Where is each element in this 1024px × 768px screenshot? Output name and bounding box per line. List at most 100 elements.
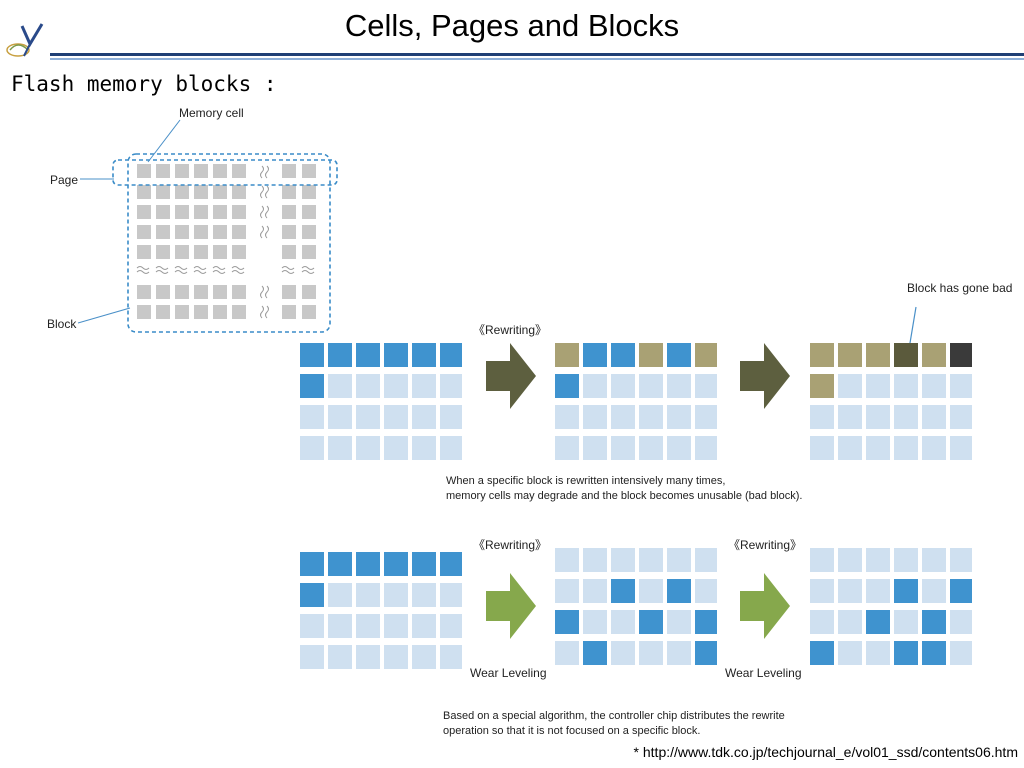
grid-cell — [356, 645, 380, 669]
grid-cell — [583, 579, 607, 603]
flash-block-diagram — [77, 119, 338, 333]
memory-cell — [213, 225, 227, 239]
memory-cell-leader — [147, 119, 181, 163]
memory-cell — [137, 185, 151, 199]
memory-cell — [156, 185, 170, 199]
rewriting-label-2: 《Rewriting》 — [728, 538, 803, 552]
grid-cell — [667, 641, 691, 665]
memory-cell — [213, 205, 227, 219]
memory-cell — [213, 164, 227, 178]
grid-cell — [695, 548, 717, 572]
arrow-right-icon — [486, 573, 536, 639]
memory-cell — [213, 285, 227, 299]
grid-cell — [667, 436, 691, 460]
grid-cell — [695, 610, 717, 634]
memory-cell — [302, 285, 316, 299]
wear-leveling-label-1: Wear Leveling — [470, 666, 547, 680]
memory-cell — [175, 225, 189, 239]
grid-cell — [356, 436, 380, 460]
memory-cell — [156, 245, 170, 259]
grid-cell — [894, 374, 918, 398]
bad-block-caption-line1: When a specific block is rewritten inten… — [446, 475, 726, 487]
grid-cell — [384, 374, 408, 398]
grid-cell — [384, 583, 408, 607]
grid-cell — [894, 548, 918, 572]
memory-cell — [282, 305, 296, 319]
omission-mark — [260, 305, 269, 319]
title-rule-dark — [50, 53, 1024, 56]
grid-cell — [440, 583, 462, 607]
grid-cell — [667, 579, 691, 603]
grid-cell — [440, 552, 462, 576]
grid-cell — [440, 374, 462, 398]
grid-cell — [440, 405, 462, 429]
memory-cell — [232, 285, 246, 299]
grid-cell — [328, 436, 352, 460]
grid-cell — [611, 374, 635, 398]
grid-cell — [667, 405, 691, 429]
rewriting-label: 《Rewriting》 — [473, 323, 548, 337]
grid-cell — [611, 610, 635, 634]
institution-logo-icon — [6, 23, 44, 57]
grid-cell — [810, 579, 834, 603]
grid-cell — [810, 548, 834, 572]
grid-cell — [894, 610, 918, 634]
rewriting-label-1: 《Rewriting》 — [473, 538, 548, 552]
grid-cell — [412, 343, 436, 367]
grid-cell — [922, 641, 946, 665]
omission-mark — [136, 266, 150, 274]
grid-cell — [412, 436, 436, 460]
grid-cell — [838, 343, 862, 367]
grid-cell — [838, 641, 862, 665]
grid-cell — [639, 436, 663, 460]
grid-cell — [695, 405, 717, 429]
memory-cell — [232, 164, 246, 178]
grid-cell — [950, 548, 972, 572]
bad-block-label: Block has gone bad — [907, 281, 1013, 295]
grid-cell — [838, 610, 862, 634]
memory-cell — [282, 185, 296, 199]
grid-cell — [412, 614, 436, 638]
grid-cell — [922, 610, 946, 634]
memory-cell — [232, 185, 246, 199]
arrow-right-icon — [740, 573, 790, 639]
grid-cell — [866, 343, 890, 367]
source-footnote[interactable]: * http://www.tdk.co.jp/techjournal_e/vol… — [633, 744, 1018, 760]
grid-cell — [412, 645, 436, 669]
memory-cell — [175, 305, 189, 319]
memory-cell — [302, 205, 316, 219]
grid-cell — [356, 374, 380, 398]
grid-cell — [950, 610, 972, 634]
wear-grid-before — [300, 552, 462, 669]
grid-cell — [412, 405, 436, 429]
grid-cell — [639, 343, 663, 367]
grid-cell — [555, 374, 579, 398]
grid-cell — [356, 552, 380, 576]
grid-cell — [894, 343, 918, 367]
omission-mark — [260, 225, 269, 239]
grid-cell — [356, 343, 380, 367]
memory-cell — [137, 225, 151, 239]
grid-cell — [328, 583, 352, 607]
grid-cell — [328, 374, 352, 398]
memory-cell — [213, 185, 227, 199]
grid-cell — [695, 374, 717, 398]
omission-mark — [212, 266, 226, 274]
memory-cell — [302, 245, 316, 259]
grid-cell — [810, 405, 834, 429]
grid-cell — [300, 436, 324, 460]
memory-cell — [194, 185, 208, 199]
grid-cell — [611, 548, 635, 572]
grid-cell — [583, 641, 607, 665]
grid-cell — [583, 343, 607, 367]
memory-cell — [302, 185, 316, 199]
grid-cell — [667, 343, 691, 367]
memory-cell — [232, 245, 246, 259]
grid-cell — [922, 548, 946, 572]
page-outline — [112, 159, 338, 186]
bad-block-caption-line2: memory cells may degrade and the block b… — [446, 490, 803, 502]
memory-cell — [194, 285, 208, 299]
memory-cell — [175, 164, 189, 178]
memory-cell — [232, 305, 246, 319]
slide-title: Cells, Pages and Blocks — [344, 8, 680, 43]
